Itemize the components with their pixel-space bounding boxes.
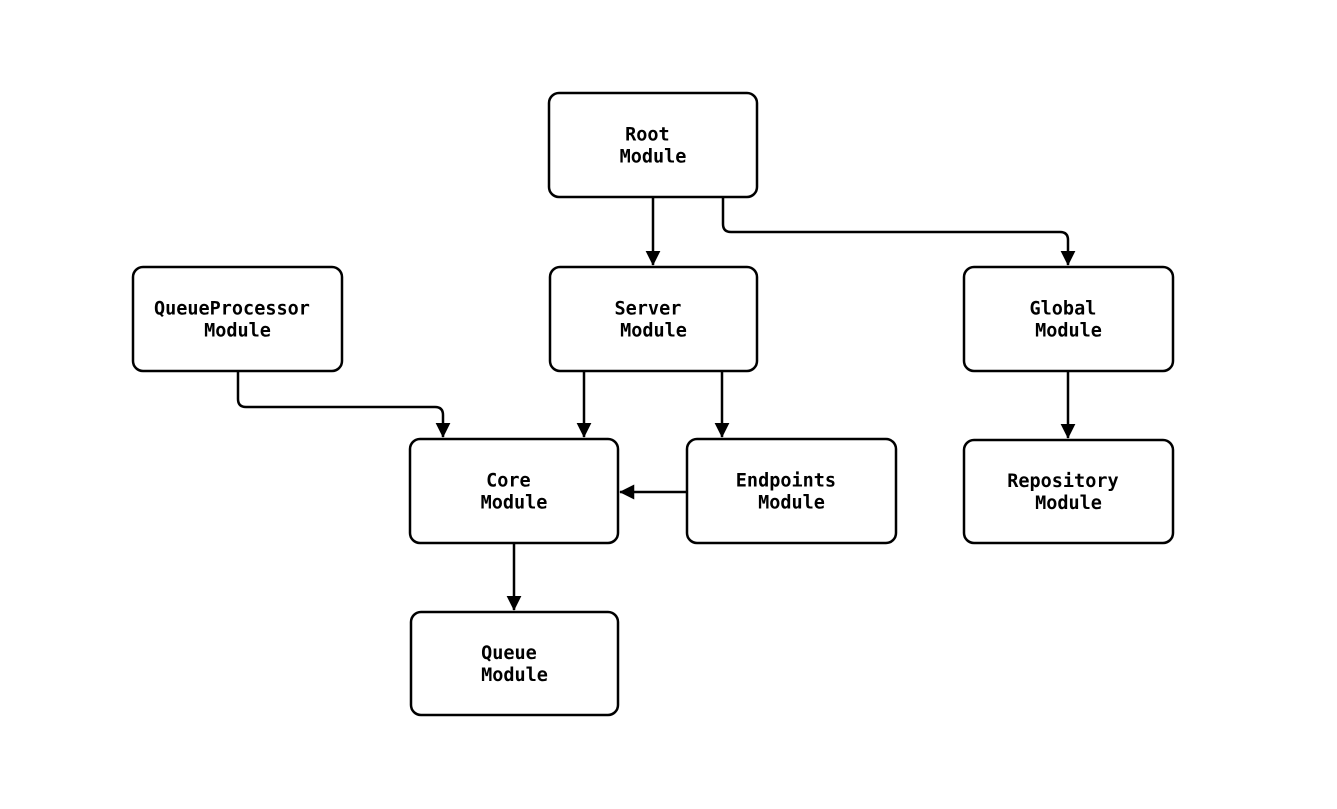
node-global-module: Global Module: [962, 265, 1175, 373]
node-server-module: Server Module: [548, 265, 759, 373]
node-global-module-box: [962, 265, 1175, 373]
node-global-module-label: Global Module: [1030, 298, 1108, 341]
edge-root-to-global: [721, 197, 1076, 266]
node-repository-module-box: [962, 438, 1175, 545]
node-queue-module-box: [409, 610, 620, 717]
node-endpoints-module: Endpoints Module: [685, 437, 898, 545]
node-queue-module: Queue Module: [409, 610, 620, 717]
node-repository-module-label: Repository Module: [1007, 471, 1130, 514]
node-core-module: Core Module: [408, 437, 620, 545]
node-queue-module-label: Queue Module: [481, 643, 548, 686]
edge-queueprocessor-to-core: [236, 371, 451, 438]
nodes: Root Module QueueProcessor Module Server…: [131, 91, 1175, 717]
node-queueprocessor-module-label: QueueProcessor Module: [154, 298, 321, 341]
node-root-module: Root Module: [547, 91, 759, 199]
node-queueprocessor-module: QueueProcessor Module: [131, 265, 344, 373]
node-endpoints-module-label: Endpoints Module: [736, 470, 847, 513]
node-core-module-label: Core Module: [481, 470, 548, 513]
node-server-module-label: Server Module: [615, 298, 693, 341]
node-root-module-box: [547, 91, 759, 199]
node-server-module-box: [548, 265, 759, 373]
node-endpoints-module-box: [685, 437, 898, 545]
node-queueprocessor-module-box: [131, 265, 344, 373]
node-core-module-box: [408, 437, 620, 545]
node-root-module-label: Root Module: [620, 124, 687, 167]
node-repository-module: Repository Module: [962, 438, 1175, 545]
edges: [236, 197, 1076, 611]
